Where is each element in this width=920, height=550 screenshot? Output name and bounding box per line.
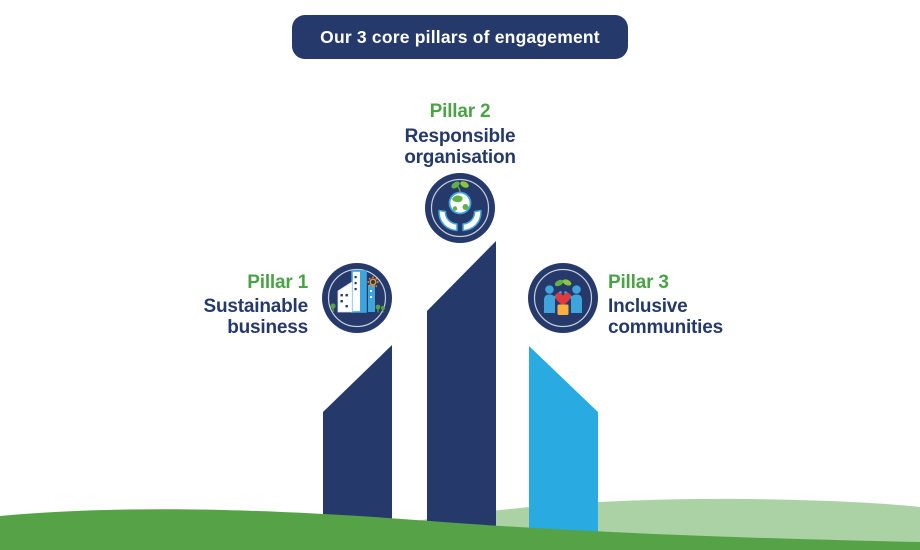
sun-icon — [367, 276, 379, 288]
pillar-3-name: Inclusive communities — [608, 296, 828, 338]
sustainable-city-icon — [322, 263, 392, 333]
pillar-1-label: Pillar 1 — [247, 272, 308, 293]
hands — [438, 209, 482, 232]
tree-icons — [330, 303, 385, 313]
people-sharing-icon — [528, 263, 598, 333]
heart-icon — [555, 292, 571, 306]
pillar-2-shape — [427, 241, 496, 545]
pillar-3-shape — [529, 346, 598, 545]
pillar-1-name: Sustainable business — [108, 296, 309, 338]
pillar-2-name-line2: organisation — [404, 147, 516, 168]
globe-continents — [452, 195, 469, 211]
hands-holding-globe-icon — [425, 173, 495, 243]
pillar-3-label: Pillar 3 — [608, 272, 669, 293]
pillar-3-name-line2: communities — [608, 317, 723, 338]
pillar-2-name: Responsible organisation — [330, 126, 590, 168]
front-hill-shape — [0, 509, 920, 550]
gift-box — [557, 304, 569, 315]
pillar-1-name-line2: business — [227, 317, 308, 338]
title-banner: Our 3 core pillars of engagement — [292, 15, 628, 59]
pillar-3-name-line1: Inclusive — [608, 296, 688, 317]
pillar-2-name-line1: Responsible — [404, 126, 516, 147]
pillar-2-label: Pillar 2 — [429, 101, 491, 122]
title-banner-label: Our 3 core pillars of engagement — [320, 26, 600, 47]
pillar-1-shape — [323, 345, 392, 545]
pillar-1-name-line1: Sustainable — [203, 296, 309, 317]
